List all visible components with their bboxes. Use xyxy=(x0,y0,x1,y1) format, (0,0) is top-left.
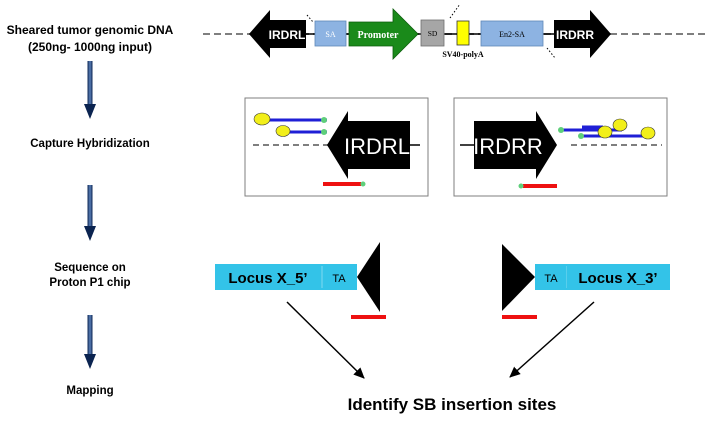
right-locus-label: Locus X_3’ xyxy=(578,270,657,287)
step4-label: Mapping xyxy=(66,385,113,397)
irdrr-arrow: IRDRR xyxy=(554,10,611,58)
flow-arrow-3 xyxy=(84,315,96,369)
capture-bead xyxy=(253,112,271,126)
irdrl-arrow: IRDRL xyxy=(249,10,306,58)
sd-box xyxy=(420,19,445,47)
capture-panel-right: IRDRR xyxy=(453,97,668,197)
right-ta-label: TA xyxy=(544,273,558,285)
left-ta-label: TA xyxy=(332,273,346,285)
capture-bead xyxy=(275,125,291,137)
sv40-polya-box xyxy=(456,20,470,46)
left-irdrl-wedge xyxy=(357,242,380,312)
sa-label: SA xyxy=(325,30,335,39)
capture-bead xyxy=(612,118,628,132)
capture-bead xyxy=(597,125,613,139)
step3-label-line1: Sequence on xyxy=(54,262,126,274)
irdrl-tick xyxy=(306,14,314,23)
step1-label-line1: Sheared tumor genomic DNA xyxy=(7,23,174,37)
step1-label-line2: (250ng- 1000ng input) xyxy=(28,40,152,54)
en2-sa-box xyxy=(480,20,544,47)
right-irdrr-wedge xyxy=(502,244,535,311)
irdrl-label: IRDRL xyxy=(269,28,306,42)
right-locus-read: TA Locus X_3’ xyxy=(502,244,670,319)
en2sa-tick xyxy=(546,47,556,59)
irdrr-label: IRDRR xyxy=(556,28,594,42)
promoter-arrow: Promoter xyxy=(348,8,419,60)
capture-panel-left: IRDRL xyxy=(244,97,429,197)
sv40-tick xyxy=(449,3,461,19)
left-locus-label: Locus X_5’ xyxy=(228,270,307,287)
capture-left-label: IRDRL xyxy=(344,134,410,159)
left-locus-read: Locus X_5’ TA xyxy=(215,242,386,319)
sa-box xyxy=(314,20,347,47)
step3-label-line2: Proton P1 chip xyxy=(49,277,130,289)
en2-sa-label: En2-SA xyxy=(499,30,525,39)
promoter-label: Promoter xyxy=(358,30,399,41)
flow-arrow-1 xyxy=(84,61,96,119)
capture-right-label: IRDRR xyxy=(473,134,543,159)
mapping-arrow-left xyxy=(286,301,365,379)
flow-arrow-2 xyxy=(84,185,96,241)
result-title: Identify SB insertion sites xyxy=(348,395,557,414)
sd-label: SD xyxy=(428,29,438,38)
step2-label: Capture Hybridization xyxy=(30,138,149,150)
mapping-arrow-right xyxy=(509,301,595,378)
sv40-polya-label: SV40-polyA xyxy=(442,50,484,59)
capture-bead xyxy=(640,126,656,140)
